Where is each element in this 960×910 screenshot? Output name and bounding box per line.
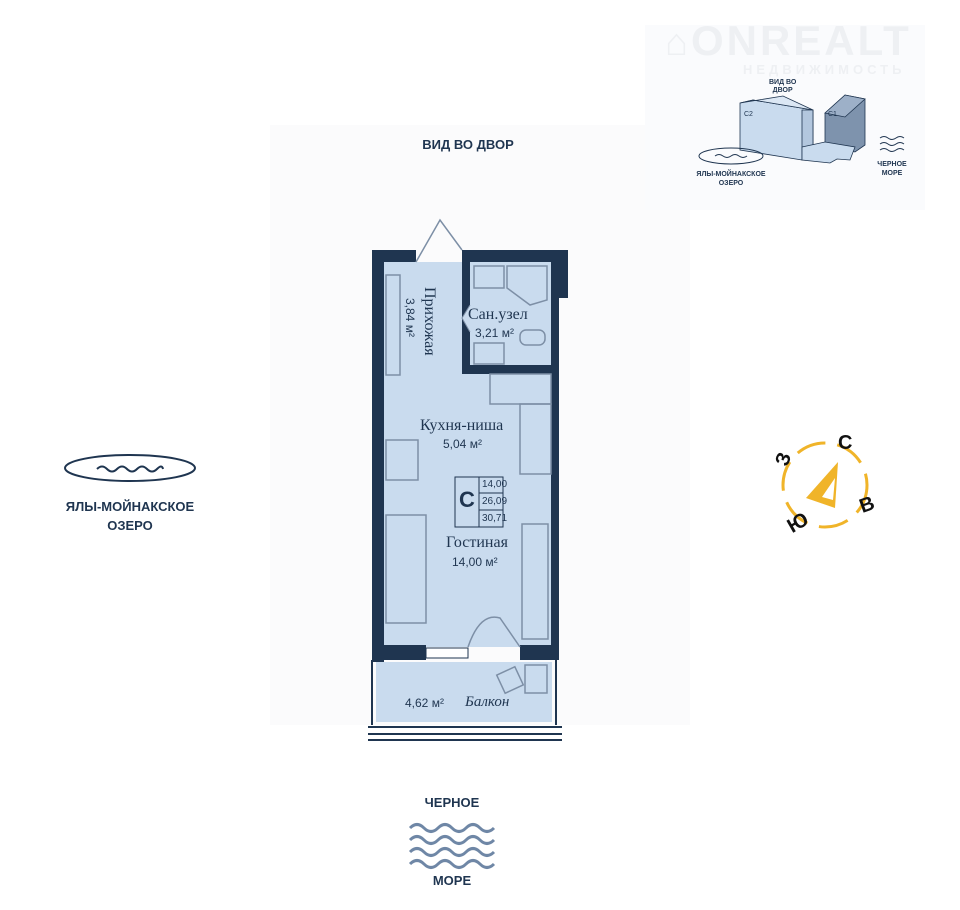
apartment-type: С bbox=[459, 487, 475, 512]
watermark-sub: НЕДВИЖИМОСТЬ bbox=[743, 62, 906, 77]
summary-net-area: 26,09 bbox=[482, 496, 508, 507]
balcony-area: 4,62 м² bbox=[405, 696, 444, 710]
apartment-plan bbox=[368, 218, 568, 741]
bathroom-area: 3,21 м² bbox=[475, 326, 514, 340]
kitchen-area: 5,04 м² bbox=[443, 437, 482, 451]
courtyard-platform bbox=[801, 141, 856, 164]
inset-sea-icon bbox=[879, 136, 905, 152]
balcony-railing bbox=[368, 660, 562, 741]
watermark-logo: ⌂ONREALT bbox=[665, 17, 912, 65]
compass-north: С bbox=[838, 432, 853, 454]
courtyard-view-label: ВИД ВО ДВОР bbox=[422, 137, 514, 152]
window bbox=[425, 647, 469, 659]
entrance-door bbox=[415, 218, 463, 263]
lake-icon bbox=[64, 454, 196, 482]
floor-balcony bbox=[376, 662, 552, 722]
balcony-name: Балкон bbox=[465, 694, 510, 710]
kitchen-name: Кухня-ниша bbox=[420, 417, 504, 434]
sofa bbox=[385, 514, 427, 624]
sink-counter bbox=[519, 403, 552, 475]
summary-living-area: 14,00 bbox=[482, 479, 508, 490]
summary-total-area: 30,71 bbox=[482, 513, 508, 524]
balcony-door bbox=[467, 616, 521, 648]
compass-icon bbox=[781, 441, 869, 529]
sea-label-top: ЧЕРНОЕ bbox=[424, 795, 480, 810]
hallway-area: 3,84 м² bbox=[403, 298, 417, 337]
living-area: 14,00 м² bbox=[452, 555, 498, 569]
wardrobe bbox=[385, 274, 401, 376]
washing-machine bbox=[473, 342, 505, 365]
bathroom-name: Сан.узел bbox=[468, 306, 528, 323]
dining-table bbox=[385, 439, 419, 481]
inset-c2-label: С2 bbox=[744, 111, 753, 118]
inset-lake-icon bbox=[698, 147, 764, 165]
toilet bbox=[519, 329, 546, 346]
sea-waves-icon bbox=[408, 823, 496, 869]
inset-buildings-drawing bbox=[698, 94, 905, 165]
tv-unit bbox=[521, 523, 549, 640]
hallway-name: Прихожая bbox=[421, 287, 438, 356]
sea-label-bottom: МОРЕ bbox=[432, 873, 472, 888]
inset-c1-label: С1 bbox=[828, 111, 837, 118]
living-name: Гостиная bbox=[446, 534, 508, 551]
